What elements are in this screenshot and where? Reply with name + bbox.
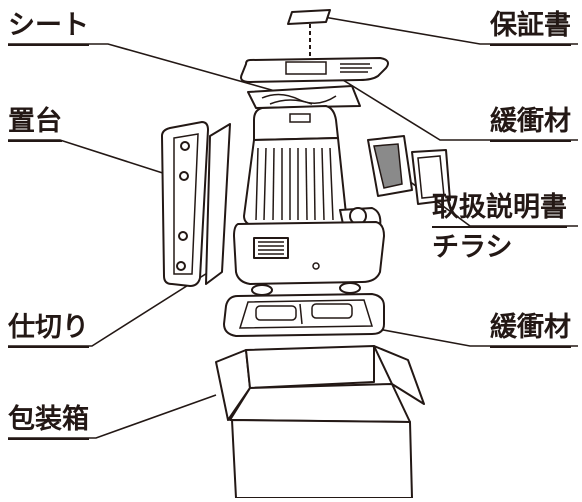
label-divider: 仕切り [8,312,89,348]
label-stand: 置台 [8,106,62,142]
top-cushion [240,57,389,83]
label-cushion-top: 緩衝材 [490,106,571,142]
protective-sheet [247,85,361,109]
label-flyer: チラシ [432,232,513,263]
manual-and-flyer [367,135,451,205]
warranty-card [287,9,331,58]
label-cushion-bottom: 緩衝材 [490,312,571,348]
label-warranty: 保証書 [490,10,571,46]
label-manual: 取扱説明書 [432,192,567,228]
heater-unit [233,105,385,296]
packing-box [215,345,425,499]
stand-plate [161,121,209,287]
bottom-cushion [223,293,385,337]
divider-panel [205,123,231,285]
leader-stand [8,139,173,177]
label-box: 包装箱 [8,404,89,440]
label-sheet: シート [8,10,89,46]
